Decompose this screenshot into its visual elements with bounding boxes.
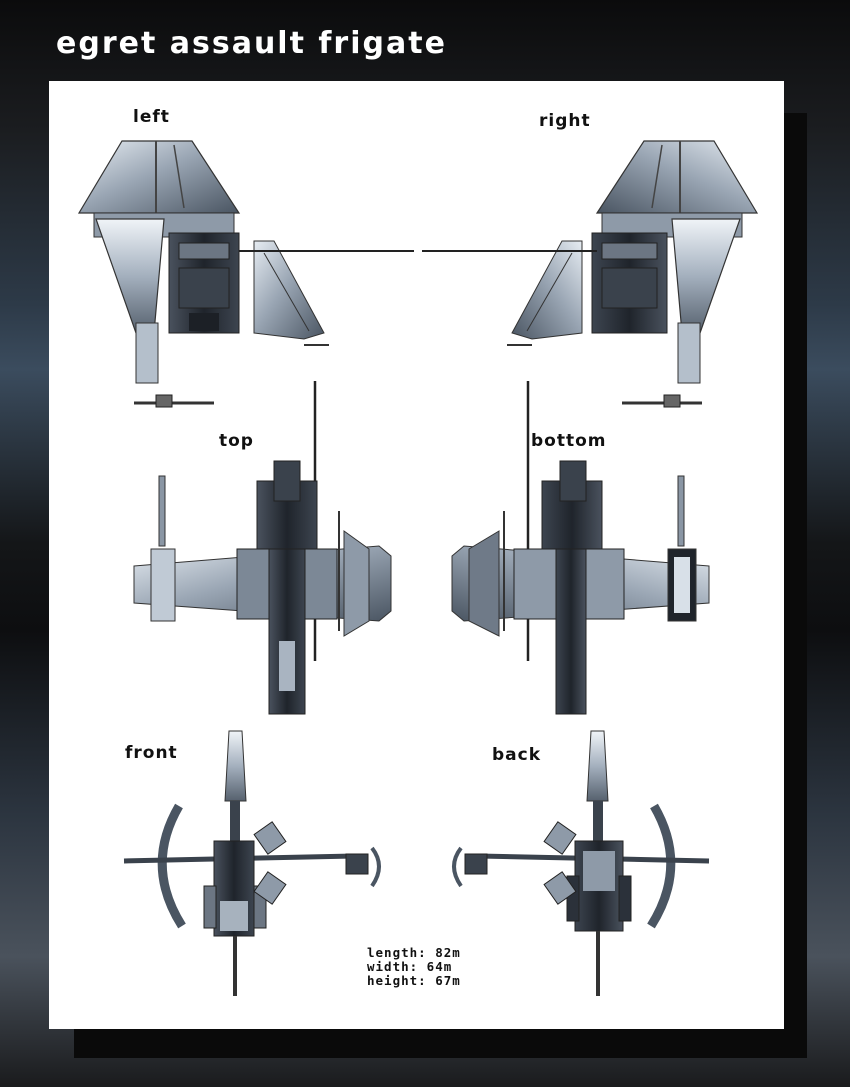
ship-bottom-view [451, 381, 710, 715]
spec-length: length: 82m [367, 945, 461, 960]
specs-block: length: 82m width: 64m height: 67m [367, 946, 461, 988]
view-label-top: top [219, 431, 254, 451]
spec-height: height: 67m [367, 973, 461, 988]
blueprint-sheet: left right [49, 81, 784, 1029]
view-label-right: right [539, 111, 591, 131]
view-label-back: back [492, 745, 542, 765]
page-title: egret assault frigate [56, 26, 447, 61]
view-label-bottom: bottom [531, 431, 607, 451]
ship-right-view [422, 140, 759, 408]
ship-back-view [452, 730, 710, 996]
ship-left-view [77, 140, 414, 408]
ship-front-view [123, 730, 381, 996]
spec-width: width: 64m [367, 959, 453, 974]
view-label-front: front [125, 743, 178, 763]
view-label-left: left [133, 107, 170, 127]
ship-top-view [133, 381, 392, 715]
